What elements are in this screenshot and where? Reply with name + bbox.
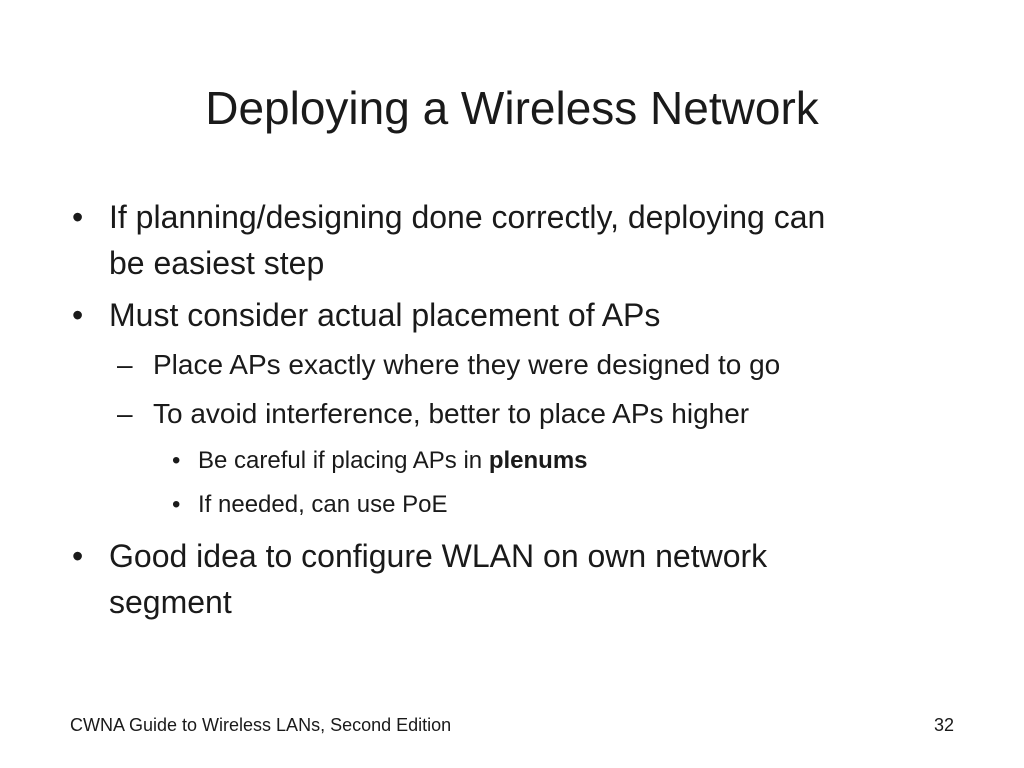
slide-title: Deploying a Wireless Network bbox=[205, 82, 819, 134]
sub-bullet-text: To avoid interference, better to place A… bbox=[153, 398, 750, 429]
dash-mark: – bbox=[117, 349, 133, 380]
sub-sub-bullet-text: Be careful if placing APs in plenums bbox=[198, 444, 588, 478]
bullet-mark: • bbox=[72, 199, 84, 235]
bullet-mark: • bbox=[172, 447, 181, 474]
bullet-text: Must consider actual placement of APs bbox=[109, 297, 661, 333]
text: Be careful if placing APs in bbox=[198, 447, 489, 474]
bullet-mark: • bbox=[72, 297, 84, 333]
bullet-mark: • bbox=[172, 491, 181, 518]
bullet-text: segment bbox=[109, 584, 232, 620]
bold-term: plenums bbox=[488, 447, 588, 474]
page-number: 32 bbox=[933, 715, 954, 735]
bullet-text: Good idea to configure WLAN on own netwo… bbox=[109, 538, 768, 574]
sub-sub-bullet-text: If needed, can use PoE bbox=[198, 491, 448, 518]
dash-mark: – bbox=[117, 398, 133, 429]
footer-text: CWNA Guide to Wireless LANs, Second Edit… bbox=[70, 715, 452, 735]
bullet-text: be easiest step bbox=[109, 245, 325, 281]
sub-bullet-text: Place APs exactly where they were design… bbox=[153, 349, 781, 380]
bullet-text: If planning/designing done correctly, de… bbox=[109, 199, 826, 235]
bullet-mark: • bbox=[72, 538, 84, 574]
